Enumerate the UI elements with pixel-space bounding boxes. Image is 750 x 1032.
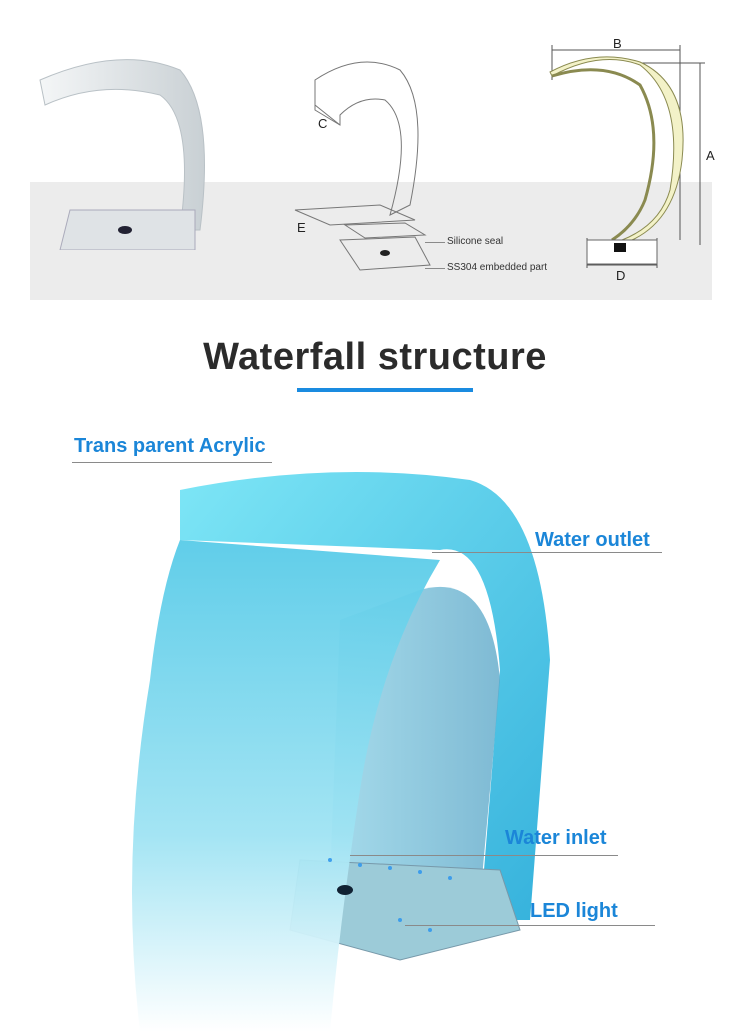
product-photo-acrylic [39, 59, 205, 250]
acrylic-leader [72, 462, 272, 463]
exploded-drawing [294, 61, 431, 271]
embedded-leader [425, 268, 445, 269]
page-title: Waterfall structure [203, 336, 547, 378]
waterfall-render [132, 472, 550, 1032]
acrylic-callout: Trans parent Acrylic [74, 435, 266, 457]
side-profile-drawing [549, 45, 705, 268]
inlet-leader [350, 855, 618, 856]
silicone-seal-label: Silicone seal [447, 236, 504, 247]
dimension-d-label: D [616, 268, 626, 283]
title-underline [297, 388, 473, 392]
dimension-c-label: C [318, 116, 328, 131]
inlet-callout: Water inlet [505, 827, 607, 849]
led-leader [405, 925, 655, 926]
dimension-b-label: B [613, 36, 622, 51]
outlet-callout: Water outlet [535, 529, 650, 551]
embedded-part-label: SS304 embedded part [447, 262, 548, 273]
dimension-e-label: E [297, 220, 306, 235]
dimension-a-label: A [706, 148, 715, 163]
outlet-leader [432, 552, 662, 553]
led-callout: LED light [530, 900, 618, 922]
seal-leader [425, 242, 445, 243]
